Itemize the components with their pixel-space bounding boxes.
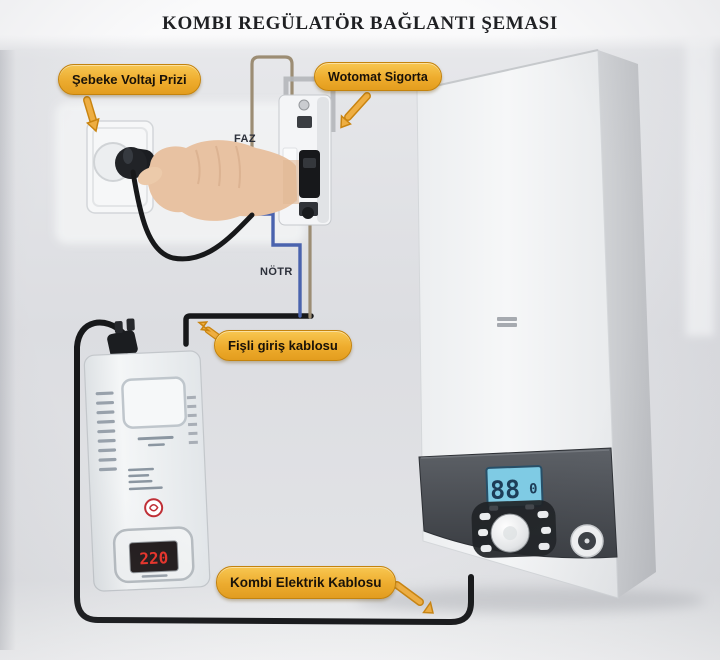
phase-wire <box>250 55 294 217</box>
boiler-lcd-secondary: 0 <box>529 481 538 497</box>
callout-fuse: Wotomat Sigorta <box>314 62 442 91</box>
boiler-side-face <box>598 50 656 598</box>
regulator-text-lines <box>127 435 174 491</box>
regulator-window <box>121 376 187 429</box>
boiler-power-cable <box>74 319 474 626</box>
arrow-to-socket <box>83 96 100 133</box>
boiler-gauge <box>570 524 604 558</box>
mains-plug-cable <box>130 169 255 262</box>
hand <box>137 140 299 221</box>
regulator-display-value: 220 <box>139 548 169 568</box>
regulator-vents-left <box>95 391 117 472</box>
arrow-to-boiler-cable <box>393 581 434 614</box>
boiler-control-panel: 88 0 <box>418 447 618 559</box>
wall-highlight <box>686 36 714 336</box>
neutral-label: NÖTR <box>260 266 293 278</box>
callout-boiler-cable: Kombi Elektrik Kablosu <box>216 566 396 599</box>
boiler-logo <box>497 317 517 327</box>
combi-boiler: 88 0 <box>416 49 656 599</box>
left-vignette <box>0 50 16 650</box>
boiler-lcd: 88 0 <box>485 465 544 509</box>
regulator-display: 220 <box>112 526 195 584</box>
regulator-badge <box>144 498 164 518</box>
regulator-plug-connector <box>107 330 138 358</box>
phase-label: FAZ <box>234 133 256 145</box>
breaker-toggle <box>299 150 320 198</box>
arrow-to-breaker <box>340 92 371 129</box>
voltage-regulator: 220 <box>83 318 211 592</box>
input-cable <box>183 313 314 347</box>
boiler-buttons <box>471 500 557 558</box>
callout-input-cable: Fişli giriş kablosu <box>214 330 352 361</box>
boiler-top-edge <box>416 49 599 91</box>
boiler-lcd-value: 88 <box>490 475 521 505</box>
diagram-title: KOMBI REGÜLATÖR BAĞLANTI ŞEMASI <box>162 13 558 34</box>
callout-socket: Şebeke Voltaj Prizi <box>58 64 201 95</box>
title-band <box>0 0 720 50</box>
regulator-vents-right <box>186 395 198 445</box>
